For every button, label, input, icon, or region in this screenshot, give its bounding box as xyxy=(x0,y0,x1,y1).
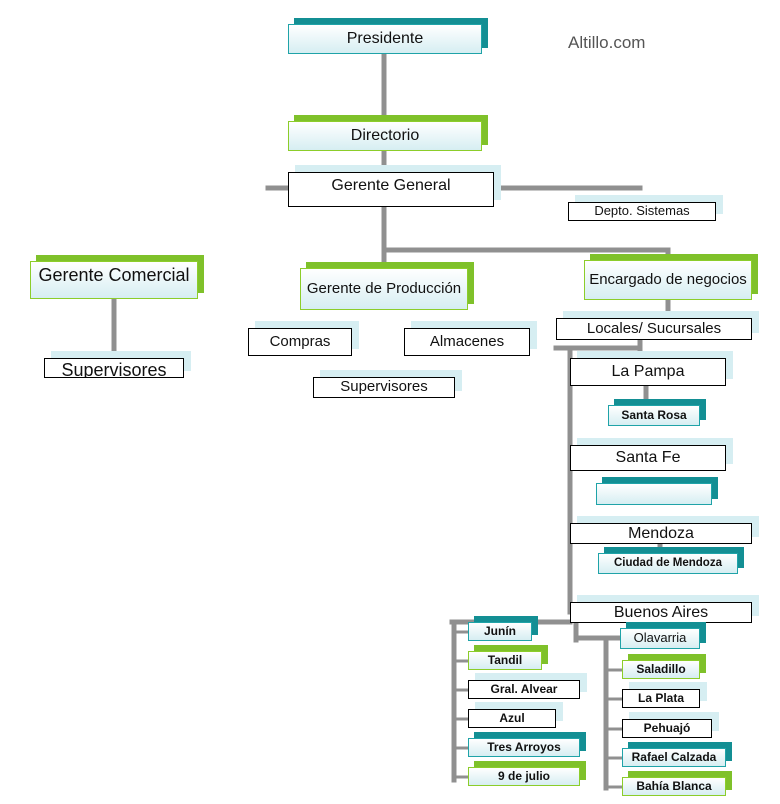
node-encargado-negocios[interactable]: Encargado de negocios xyxy=(584,260,752,300)
node-compras[interactable]: Compras xyxy=(248,328,352,356)
node-directorio[interactable]: Directorio xyxy=(288,121,482,151)
node-tandil[interactable]: Tandil xyxy=(468,651,542,670)
node-9-de-julio[interactable]: 9 de julio xyxy=(468,767,580,786)
node-gerente-comercial[interactable]: Gerente Comercial xyxy=(30,261,198,299)
node-rafael-calzada[interactable]: Rafael Calzada xyxy=(622,748,726,767)
watermark: Altillo.com xyxy=(568,33,646,52)
node-gerente-general[interactable]: Gerente General xyxy=(288,172,494,207)
node-azul[interactable]: Azul xyxy=(468,709,556,728)
node-mendoza[interactable]: Mendoza xyxy=(570,523,752,544)
node-locales-sucursales[interactable]: Locales/ Sucursales xyxy=(556,318,752,340)
node-pehuajo[interactable]: Pehuajó xyxy=(622,719,712,738)
node-la-plata[interactable]: La Plata xyxy=(622,689,700,708)
node-olavarria[interactable]: Olavarria xyxy=(620,628,700,649)
node-almacenes[interactable]: Almacenes xyxy=(404,328,530,356)
node-supervisores-comercial[interactable]: Supervisores xyxy=(44,358,184,378)
node-supervisores-produccion[interactable]: Supervisores xyxy=(313,377,455,398)
node-gral-alvear[interactable]: Gral. Alvear xyxy=(468,680,580,699)
node-gerente-produccion[interactable]: Gerente de Producción xyxy=(300,268,468,310)
node-presidente[interactable]: Presidente xyxy=(288,24,482,54)
node-bahia-blanca[interactable]: Bahía Blanca xyxy=(622,777,726,796)
node-depto-sistemas[interactable]: Depto. Sistemas xyxy=(568,202,716,221)
node-tres-arroyos[interactable]: Tres Arroyos xyxy=(468,738,580,757)
node-la-pampa[interactable]: La Pampa xyxy=(570,358,726,386)
node-santa-rosa[interactable]: Santa Rosa xyxy=(608,405,700,426)
node-saladillo[interactable]: Saladillo xyxy=(622,660,700,679)
node-buenos-aires[interactable]: Buenos Aires xyxy=(570,602,752,623)
node-santa-fe-branch[interactable] xyxy=(596,483,712,505)
node-junin[interactable]: Junín xyxy=(468,622,532,641)
node-ciudad-mendoza[interactable]: Ciudad de Mendoza xyxy=(598,553,738,574)
node-santa-fe[interactable]: Santa Fe xyxy=(570,445,726,471)
